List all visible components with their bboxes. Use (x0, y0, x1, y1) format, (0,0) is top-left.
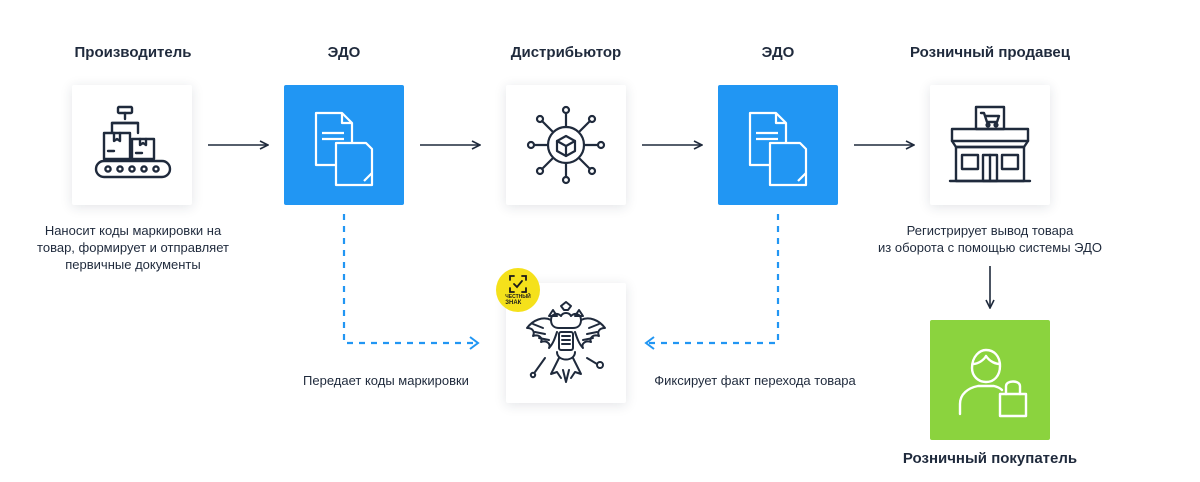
retailer-title: Розничный продавец (910, 44, 1070, 61)
distributor-title: Дистрибьютор (510, 44, 622, 61)
manufacturer-desc-line-1: Наносит коды маркировки на (44, 223, 222, 238)
edge-label-left: Передает коды маркировки (303, 373, 469, 388)
honest-sign-text: ЧЕСТНЫЙ ЗНАК (505, 293, 531, 306)
badge-line-2: ЗНАК (505, 299, 522, 306)
manufacturer-title: Производитель (74, 44, 192, 61)
dashed-right-to-center (644, 214, 780, 350)
retailer-description: Регистрирует вывод товара из оборота с п… (878, 222, 1102, 256)
documents-icon (748, 111, 808, 187)
edo-right-card (718, 85, 838, 205)
edge-label-right: Фиксирует факт перехода товара (654, 373, 856, 388)
retailer-card (930, 85, 1050, 205)
center-card (506, 283, 626, 403)
dashed-left-to-center (342, 214, 480, 350)
retailer-desc-line-2: из оборота с помощью системы ЭДО (878, 240, 1102, 255)
edo-left-card (284, 85, 404, 205)
edo-left-title: ЭДО (327, 44, 361, 61)
manufacturer-desc-line-3: первичные документы (65, 257, 201, 272)
conveyor-robot-icon (94, 105, 172, 179)
honest-sign-badge: ЧЕСТНЫЙ ЗНАК (496, 268, 540, 312)
scan-frame-icon (509, 274, 527, 293)
badge-line-1: ЧЕСТНЫЙ (505, 293, 531, 300)
distributor-card (506, 85, 626, 205)
buyer-title: Розничный покупатель (902, 450, 1078, 467)
manufacturer-description: Наносит коды маркировки на товар, формир… (37, 222, 229, 273)
retailer-desc-line-1: Регистрирует вывод товара (906, 223, 1074, 238)
customer-bag-icon (958, 348, 1028, 418)
manufacturer-desc-line-2: товар, формирует и отправляет (37, 240, 229, 255)
buyer-card (930, 320, 1050, 440)
store-icon (948, 105, 1032, 183)
coat-of-arms-icon (526, 301, 606, 383)
documents-icon (314, 111, 374, 187)
manufacturer-card (72, 85, 192, 205)
network-box-icon (526, 105, 606, 185)
edo-right-title: ЭДО (761, 44, 795, 61)
